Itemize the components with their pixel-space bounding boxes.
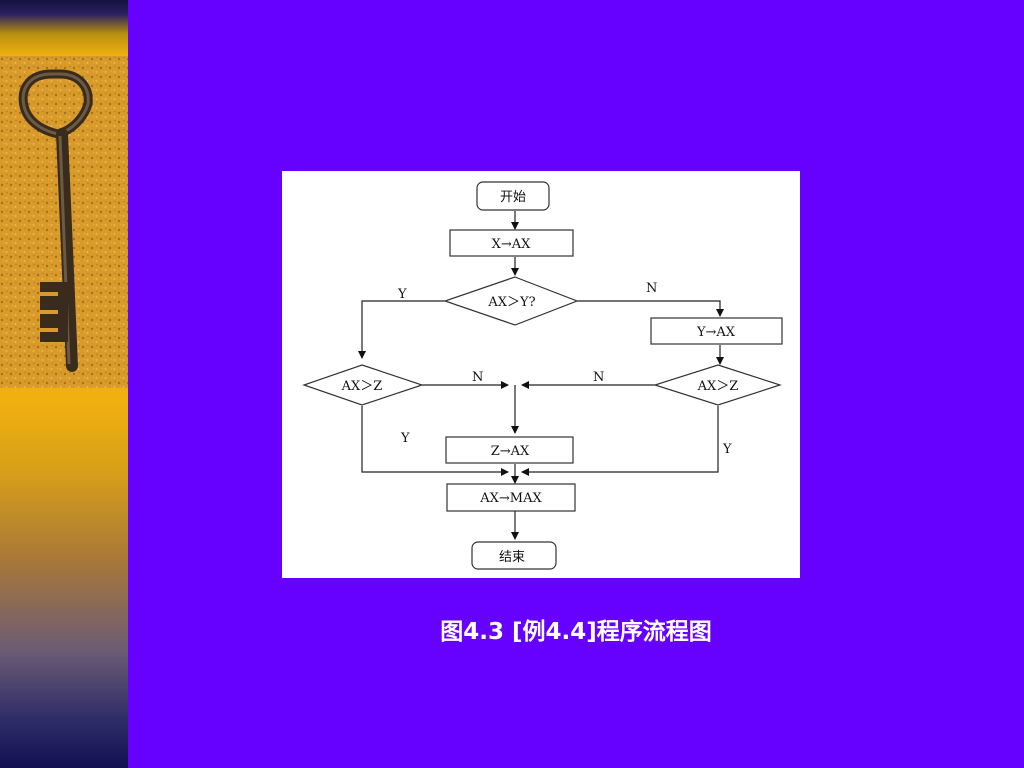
arrow-cmp-y-yes	[361, 300, 445, 358]
start-text: 开始	[500, 190, 526, 205]
assign-x-text: X→AX	[492, 237, 532, 252]
label-left-yes: Y	[400, 431, 410, 446]
end-node	[471, 541, 557, 570]
assign-x-box	[449, 229, 574, 257]
arrowhead	[511, 222, 519, 230]
decision-left-ax-gt-z	[302, 364, 424, 406]
assign-z-box	[445, 436, 574, 464]
assign-y-box	[650, 317, 783, 345]
arrowhead	[521, 468, 529, 476]
arrowhead	[716, 357, 724, 365]
flowchart-nodes	[302, 181, 783, 570]
flowchart-node-texts: 开始 X→AX AX＞Y? Y→AX AX＞Z AX＞Z Z→AX AX→MAX…	[341, 190, 739, 565]
arrowhead	[716, 309, 724, 317]
flowchart-branch-labels: Y N N N Y Y	[397, 281, 732, 457]
key-photo	[0, 56, 128, 388]
label-right-no: N	[593, 370, 604, 385]
assign-z-text: Z→AX	[491, 444, 530, 459]
figure-caption: 图4.3 [例4.4]程序流程图	[440, 619, 712, 645]
decision-ax-gt-y	[443, 276, 579, 326]
label-cmp-y-no: N	[646, 281, 657, 296]
arrowhead	[501, 468, 509, 476]
arrow-right-yes	[522, 406, 719, 473]
flowchart: 开始 X→AX AX＞Y? Y→AX AX＞Z AX＞Z Z→AX AX→MAX…	[302, 181, 783, 570]
arrowhead	[358, 351, 366, 359]
arrowhead	[521, 381, 529, 389]
cmp-y-text: AX＞Y?	[487, 295, 535, 310]
cmp-z-left-text: AX＞Z	[341, 379, 383, 394]
assign-y-text: Y→AX	[696, 325, 736, 340]
label-left-no: N	[472, 370, 483, 385]
arrow-left-yes	[361, 406, 508, 473]
assign-max-box	[446, 483, 576, 512]
arrow-cmp-y-no	[577, 300, 721, 315]
decision-right-ax-gt-z	[653, 364, 782, 406]
start-node	[476, 181, 550, 211]
label-right-yes: Y	[722, 442, 732, 457]
label-cmp-y-yes: Y	[397, 287, 407, 302]
arrowhead	[511, 476, 519, 484]
arrowhead	[501, 381, 509, 389]
end-text: 结束	[499, 550, 525, 565]
flowchart-panel: 开始 X→AX AX＞Y? Y→AX AX＞Z AX＞Z Z→AX AX→MAX…	[282, 171, 800, 578]
assign-max-text: AX→MAX	[479, 491, 542, 506]
cmp-z-right-text: AX＞Z	[697, 379, 739, 394]
arrowhead	[511, 532, 519, 540]
sidebar	[0, 0, 128, 768]
slide-content: 开始 X→AX AX＞Y? Y→AX AX＞Z AX＞Z Z→AX AX→MAX…	[128, 0, 1024, 768]
arrowhead	[511, 268, 519, 276]
arrowhead	[511, 426, 519, 434]
flowchart-arrowheads	[358, 222, 724, 540]
